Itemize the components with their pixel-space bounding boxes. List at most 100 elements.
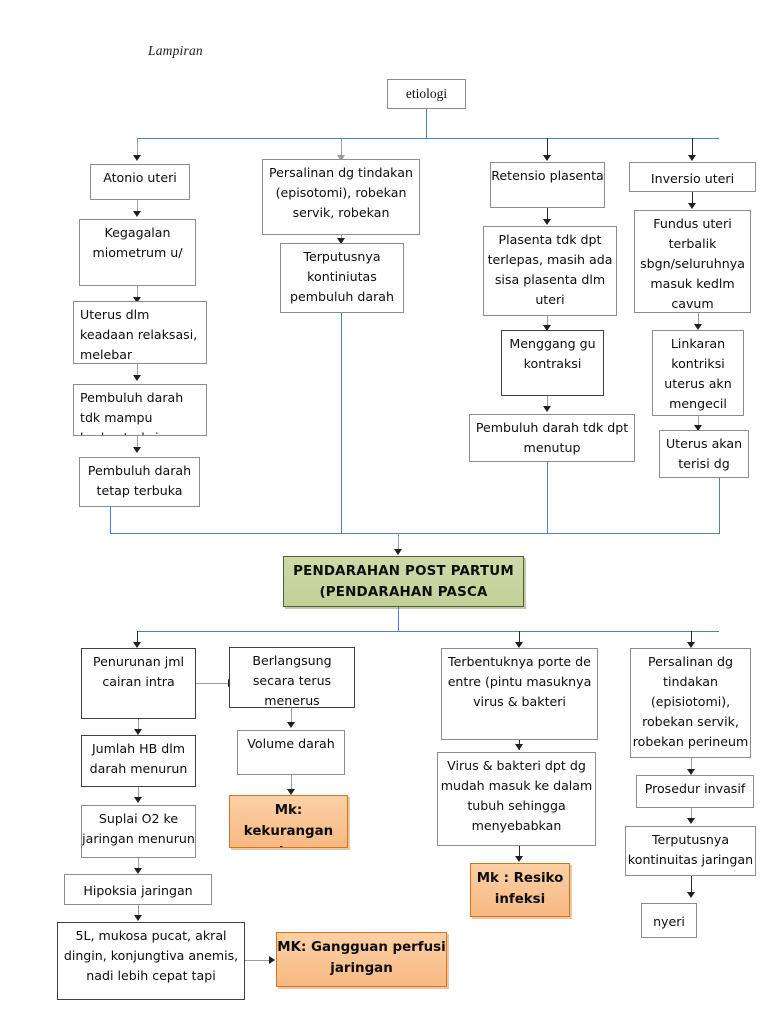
node-pembuluh-tdk-menutup[interactable]: Pembuluh darah tdk dpt menutup bbox=[469, 414, 635, 462]
connector-branch1-2 bbox=[138, 787, 139, 799]
connector-to-central bbox=[398, 533, 399, 551]
arrow-atonio-4 bbox=[133, 447, 141, 453]
node-mk-gangguan-perfusi[interactable]: MK: Gangguan perfusi jaringan bbox=[276, 932, 447, 987]
node-fundus-uteri-terbalik[interactable]: Fundus uteri terbalik sbgn/seluruhnya ma… bbox=[634, 210, 751, 313]
arrow-branch1-diag bbox=[269, 956, 275, 964]
arrow-retensio-3 bbox=[543, 406, 551, 412]
arrow-to-central bbox=[394, 549, 402, 555]
node-nyeri[interactable]: nyeri bbox=[641, 903, 697, 938]
connector-drop-branch1 bbox=[137, 631, 138, 644]
node-mk-resiko-infeksi[interactable]: Mk : Resiko infeksi bbox=[470, 863, 570, 917]
node-etiologi-label: etiologi bbox=[405, 86, 448, 101]
connector-branch3-2 bbox=[691, 808, 692, 821]
arrow-branch1-1 bbox=[134, 729, 142, 735]
node-berlangsung-terus[interactable]: Berlangsung secara terus menerus bbox=[229, 647, 355, 708]
node-nyeri-label: nyeri bbox=[653, 914, 685, 929]
node-atonio-uteri[interactable]: Atonio uteri bbox=[90, 164, 190, 200]
arrow-atonio-1 bbox=[133, 211, 141, 217]
connector-branch2-2 bbox=[519, 846, 520, 858]
arrow-to-branch3 bbox=[687, 642, 695, 648]
node-virus-bakteri-masuk[interactable]: Virus & bakteri dpt dg mudah masuk ke da… bbox=[437, 752, 596, 846]
node-porte-de-entre[interactable]: Terbentuknya porte de entre (pintu masuk… bbox=[441, 648, 598, 740]
node-suplai-o2-menurun-label: Suplai O2 ke jaringan menurun bbox=[82, 811, 195, 846]
connector-inversio-3 bbox=[698, 416, 699, 428]
node-persalinan-tindakan-2-label: Persalinan dg tindakan (episiotomi), rob… bbox=[632, 654, 749, 749]
node-prosedur-invasif[interactable]: Prosedur invasif bbox=[636, 775, 754, 808]
node-tanda-klinis[interactable]: 5L, mukosa pucat, akral dingin, konjungt… bbox=[57, 922, 245, 1000]
node-terputusnya-pembuluh-label: Terputusnya kontiniutas pembuluh darah bbox=[289, 249, 395, 304]
connector-root-stem bbox=[426, 109, 428, 138]
node-linkaran-kontriksi[interactable]: Linkaran kontriksi uterus akn mengecil bbox=[652, 330, 744, 416]
arrow-branch1-4 bbox=[134, 915, 142, 921]
node-terputusnya-kontinuitas-label: Terputusnya kontinuitas jaringan bbox=[627, 832, 754, 867]
arrow-atonio-2 bbox=[133, 297, 141, 303]
node-penurunan-cairan[interactable]: Penurunan jml cairan intra bbox=[81, 648, 196, 719]
node-retensio-plasenta[interactable]: Retensio plasenta bbox=[490, 162, 605, 208]
node-volume-darah[interactable]: Volume darah bbox=[237, 730, 345, 775]
node-virus-bakteri-masuk-label: Virus & bakteri dpt dg mudah masuk ke da… bbox=[440, 758, 593, 833]
node-pembuluh-tdk-menutup-label: Pembuluh darah tdk dpt menutup bbox=[475, 420, 629, 455]
node-pendarahan-post-partum[interactable]: PENDARAHAN POST PARTUM (PENDARAHAN PASCA… bbox=[283, 556, 524, 607]
node-etiologi[interactable]: etiologi bbox=[387, 79, 466, 109]
arrow-branch1-2 bbox=[134, 797, 142, 803]
arrow-inversio-3 bbox=[694, 425, 702, 431]
page-title: Lampiran bbox=[148, 43, 203, 58]
node-kegagalan-miometrum[interactable]: Kegagalan miometrum u/ bbox=[79, 219, 196, 286]
arrow-branch3-2 bbox=[687, 818, 695, 824]
arrow-inversio-2 bbox=[694, 324, 702, 330]
node-mk-kekurangan-volume[interactable]: Mk: kekurangan volume bbox=[229, 795, 348, 848]
node-fundus-uteri-terbalik-label: Fundus uteri terbalik sbgn/seluruhnya ma… bbox=[640, 216, 745, 311]
arrow-to-branch1 bbox=[133, 642, 141, 648]
connector-atonio-4 bbox=[137, 436, 138, 448]
arrow-branch2-2 bbox=[515, 856, 523, 862]
arrow-to-branch2 bbox=[515, 642, 523, 648]
connector-central-stem bbox=[398, 607, 400, 631]
node-plasenta-tdk-terlepas[interactable]: Plasenta tdk dpt terlepas, masih ada sis… bbox=[483, 226, 617, 316]
node-persalinan-tindakan-2[interactable]: Persalinan dg tindakan (episiotomi), rob… bbox=[630, 648, 751, 758]
node-terputusnya-pembuluh[interactable]: Terputusnya kontiniutas pembuluh darah bbox=[280, 243, 404, 313]
connector-inversio-2 bbox=[698, 313, 699, 325]
node-retensio-plasenta-label: Retensio plasenta bbox=[491, 168, 604, 183]
node-terputusnya-kontinuitas[interactable]: Terputusnya kontinuitas jaringan bbox=[625, 826, 756, 876]
connector-atonio-3 bbox=[137, 364, 138, 376]
connector-branch1-1 bbox=[138, 719, 139, 731]
connector-branch3-1 bbox=[691, 758, 692, 771]
node-uterus-relaksasi-label: Uterus dlm keadaan relaksasi, melebar bbox=[80, 307, 198, 362]
node-menggangu-kontraksi[interactable]: Menggang gu kontraksi bbox=[501, 330, 604, 396]
connector-top-bus bbox=[137, 138, 719, 140]
node-tanda-klinis-label: 5L, mukosa pucat, akral dingin, konjungt… bbox=[63, 928, 239, 983]
node-penurunan-cairan-label: Penurunan jml cairan intra bbox=[93, 654, 184, 689]
node-volume-darah-label: Volume darah bbox=[247, 736, 335, 751]
node-porte-de-entre-label: Terbentuknya porte de entre (pintu masuk… bbox=[447, 654, 592, 709]
arrow-persalinan-1 bbox=[337, 238, 345, 244]
arrow-branch1-side-1 bbox=[287, 722, 295, 728]
node-uterus-terisi-darah-label: Uterus akan terisi dg darah bbox=[665, 436, 743, 477]
connector-drop-retensio bbox=[547, 138, 548, 156]
node-pembuluh-tetap-terbuka[interactable]: Pembuluh darah tetap terbuka bbox=[79, 457, 200, 507]
node-suplai-o2-menurun[interactable]: Suplai O2 ke jaringan menurun bbox=[81, 805, 196, 858]
connector-atonio-2 bbox=[137, 286, 138, 298]
node-pembuluh-tdk-mampu[interactable]: Pembuluh darah tdk mampu berkontraksi bbox=[73, 384, 207, 436]
arrow-retensio-1 bbox=[543, 219, 551, 225]
node-inversio-uteri[interactable]: Inversio uteri bbox=[629, 162, 756, 192]
connector-branch1-side-2 bbox=[291, 775, 292, 792]
node-hipoksia-jaringan[interactable]: Hipoksia jaringan bbox=[64, 874, 212, 905]
arrow-branch2-1 bbox=[515, 744, 523, 750]
connector-drop-branch2 bbox=[519, 631, 520, 644]
arrow-to-persalinan bbox=[337, 155, 345, 161]
node-prosedur-invasif-label: Prosedur invasif bbox=[644, 781, 746, 796]
connector-branch1-4 bbox=[138, 905, 139, 917]
arrow-branch3-3 bbox=[687, 892, 695, 898]
node-jumlah-hb-menurun[interactable]: Jumlah HB dlm darah menurun bbox=[81, 735, 196, 787]
arrow-to-atonio bbox=[133, 155, 141, 161]
connector-atonio-1 bbox=[137, 200, 138, 212]
arrow-branch1-side-2 bbox=[287, 789, 295, 795]
node-atonio-uteri-label: Atonio uteri bbox=[103, 170, 177, 185]
node-uterus-relaksasi[interactable]: Uterus dlm keadaan relaksasi, melebar bbox=[73, 301, 207, 364]
connector-branch1-3 bbox=[138, 858, 139, 870]
connector-branch1-side bbox=[196, 683, 229, 684]
connector-branch1-side-1 bbox=[291, 708, 292, 725]
node-menggangu-kontraksi-label: Menggang gu kontraksi bbox=[509, 336, 596, 371]
node-persalinan-tindakan[interactable]: Persalinan dg tindakan (episotomi), robe… bbox=[262, 159, 420, 235]
node-uterus-terisi-darah[interactable]: Uterus akan terisi dg darah bbox=[659, 430, 749, 478]
